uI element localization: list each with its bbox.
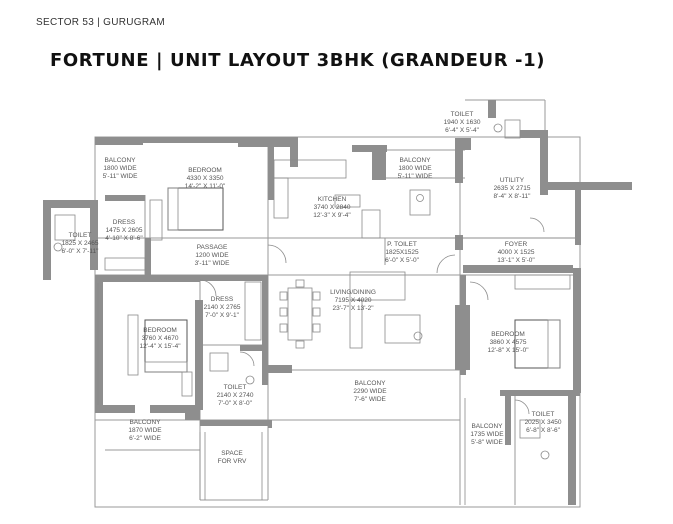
svg-text:5'-11" WIDE: 5'-11" WIDE	[398, 173, 434, 180]
furniture	[53, 119, 575, 505]
svg-text:6'-0" X 7'-11": 6'-0" X 7'-11"	[62, 248, 100, 255]
svg-text:2290 WIDE: 2290 WIDE	[353, 388, 387, 395]
svg-text:1735 WIDE: 1735 WIDE	[470, 431, 504, 438]
svg-text:BALCONY: BALCONY	[104, 157, 136, 164]
svg-text:3860 X 4575: 3860 X 4575	[490, 339, 527, 346]
svg-text:7'-0" X 9'-1": 7'-0" X 9'-1"	[205, 312, 240, 319]
room-label-kitchen: KITCHEN 3740 X 2840 12'-3" X 9'-4"	[313, 196, 351, 219]
room-label-toilet-top: TOILET 1940 X 1630 6'-4" X 5'-4"	[444, 111, 481, 134]
svg-text:DRESS: DRESS	[113, 219, 136, 226]
room-label-toilet-mid: TOILET 2140 X 2740 7'-0" X 8'-0"	[217, 384, 254, 407]
room-label-balcony-mid: BALCONY 2290 WIDE 7'-6" WIDE	[353, 380, 387, 403]
sofa	[349, 271, 406, 301]
svg-text:TOILET: TOILET	[451, 111, 474, 118]
svg-text:13'-1" X 5'-0": 13'-1" X 5'-0"	[497, 257, 535, 264]
svg-text:5'-11" WIDE: 5'-11" WIDE	[103, 173, 139, 180]
room-label-balcony-bottom-right: BALCONY 1735 WIDE 5'-8" WIDE	[470, 423, 504, 446]
svg-text:6'-2" WIDE: 6'-2" WIDE	[129, 435, 161, 442]
svg-text:SPACE: SPACE	[221, 450, 243, 457]
svg-text:1825 X 2465: 1825 X 2465	[62, 240, 99, 247]
svg-text:6'-8" X 8'-6": 6'-8" X 8'-6"	[526, 427, 561, 434]
room-label-dress-2: DRESS 2140 X 2765 7'-0" X 9'-1"	[204, 296, 241, 319]
svg-text:TOILET: TOILET	[532, 411, 555, 418]
svg-text:3'-11" WIDE: 3'-11" WIDE	[195, 260, 231, 267]
svg-text:2635 X 2715: 2635 X 2715	[494, 185, 531, 192]
room-label-foyer: FOYER 4000 X 1525 13'-1" X 5'-0"	[497, 241, 535, 264]
room-label-toilet-left: TOILET 1825 X 2465 6'-0" X 7'-11"	[62, 232, 100, 255]
room-label-balcony-top-left: BALCONY 1800 WIDE 5'-11" WIDE	[103, 157, 139, 180]
svg-text:7'-6" WIDE: 7'-6" WIDE	[354, 396, 386, 403]
svg-text:KITCHEN: KITCHEN	[318, 196, 347, 203]
svg-text:BALCONY: BALCONY	[399, 157, 431, 164]
svg-text:LIVING/DINING: LIVING/DINING	[330, 289, 376, 296]
svg-text:FOYER: FOYER	[505, 241, 528, 248]
room-label-bedroom-1: BEDROOM 4330 X 3350 14'-2" X 11'-0"	[185, 167, 226, 190]
room-label-toilet-bottom-right: TOILET 2025 X 3450 6'-8" X 8'-6"	[525, 411, 562, 434]
svg-text:7'-0" X 8'-0": 7'-0" X 8'-0"	[218, 400, 253, 407]
walls	[43, 100, 632, 505]
room-label-living-dining: LIVING/DINING 7195 X 4020 23'-7" X 13'-2…	[330, 289, 376, 312]
svg-text:2140 X 2740: 2140 X 2740	[217, 392, 254, 399]
svg-text:12'-8" X 15'-0": 12'-8" X 15'-0"	[487, 347, 529, 354]
svg-text:2025 X 3450: 2025 X 3450	[525, 419, 562, 426]
room-label-p-toilet: P. TOILET 1825X1525 6'-0" X 5'-0"	[385, 241, 420, 264]
svg-text:1200 WIDE: 1200 WIDE	[195, 252, 229, 259]
svg-text:4'-10" X 8'-6": 4'-10" X 8'-6"	[105, 235, 143, 242]
svg-text:2140 X 2765: 2140 X 2765	[204, 304, 241, 311]
svg-text:1475 X 2605: 1475 X 2605	[106, 227, 143, 234]
svg-text:7195 X 4020: 7195 X 4020	[335, 297, 372, 304]
svg-text:6'-0" X 5'-0": 6'-0" X 5'-0"	[385, 257, 420, 264]
bed-2	[144, 319, 188, 373]
svg-text:1825X1525: 1825X1525	[385, 249, 419, 256]
svg-text:1940 X 1630: 1940 X 1630	[444, 119, 481, 126]
svg-text:BALCONY: BALCONY	[129, 419, 161, 426]
svg-text:FOR VRV: FOR VRV	[218, 458, 247, 465]
svg-text:BEDROOM: BEDROOM	[143, 327, 177, 334]
room-label-bedroom-3: BEDROOM 3860 X 4575 12'-8" X 15'-0"	[487, 331, 529, 354]
svg-text:4000 X 1525: 4000 X 1525	[498, 249, 535, 256]
svg-text:12'-4" X 15'-4": 12'-4" X 15'-4"	[139, 343, 181, 350]
svg-text:14'-2" X 11'-0": 14'-2" X 11'-0"	[185, 183, 226, 190]
room-label-utility: UTILITY 2635 X 2715 8'-4" X 8'-11"	[494, 177, 532, 200]
svg-text:12'-3" X 9'-4": 12'-3" X 9'-4"	[313, 212, 351, 219]
svg-text:1870 WIDE: 1870 WIDE	[128, 427, 162, 434]
room-label-bedroom-2: BEDROOM 3760 X 4670 12'-4" X 15'-4"	[139, 327, 181, 350]
project-location: SECTOR 53 | GURUGRAM	[36, 17, 165, 28]
svg-text:BALCONY: BALCONY	[471, 423, 503, 430]
svg-text:BEDROOM: BEDROOM	[188, 167, 222, 174]
svg-text:3760 X 4670: 3760 X 4670	[142, 335, 179, 342]
svg-text:5'-8" WIDE: 5'-8" WIDE	[471, 439, 503, 446]
bed-1	[167, 187, 224, 231]
room-label-balcony-bottom-left: BALCONY 1870 WIDE 6'-2" WIDE	[128, 419, 162, 442]
svg-text:6'-4" X 5'-4": 6'-4" X 5'-4"	[445, 127, 480, 134]
room-label-balcony-top-mid: BALCONY 1800 WIDE 5'-11" WIDE	[398, 157, 434, 180]
svg-text:PASSAGE: PASSAGE	[197, 244, 228, 251]
svg-text:TOILET: TOILET	[69, 232, 92, 239]
svg-text:23'-7" X 13'-2": 23'-7" X 13'-2"	[332, 305, 374, 312]
svg-text:1800 WIDE: 1800 WIDE	[103, 165, 137, 172]
svg-text:TOILET: TOILET	[224, 384, 247, 391]
svg-text:8'-4" X 8'-11": 8'-4" X 8'-11"	[494, 193, 532, 200]
room-label-passage: PASSAGE 1200 WIDE 3'-11" WIDE	[195, 244, 231, 267]
svg-text:BALCONY: BALCONY	[354, 380, 386, 387]
svg-text:DRESS: DRESS	[211, 296, 234, 303]
svg-text:3740 X 2840: 3740 X 2840	[314, 204, 351, 211]
svg-text:UTILITY: UTILITY	[500, 177, 525, 184]
svg-text:BEDROOM: BEDROOM	[491, 331, 525, 338]
svg-text:1800 WIDE: 1800 WIDE	[398, 165, 432, 172]
page-title: FORTUNE | UNIT LAYOUT 3BHK (GRANDEUR -1)	[50, 50, 546, 71]
room-label-space-vrv: SPACE FOR VRV	[218, 450, 247, 465]
svg-text:4330 X 3350: 4330 X 3350	[187, 175, 224, 182]
room-label-dress-1: DRESS 1475 X 2605 4'-10" X 8'-6"	[105, 219, 143, 242]
svg-text:P. TOILET: P. TOILET	[387, 241, 417, 248]
dining-table	[287, 287, 313, 341]
